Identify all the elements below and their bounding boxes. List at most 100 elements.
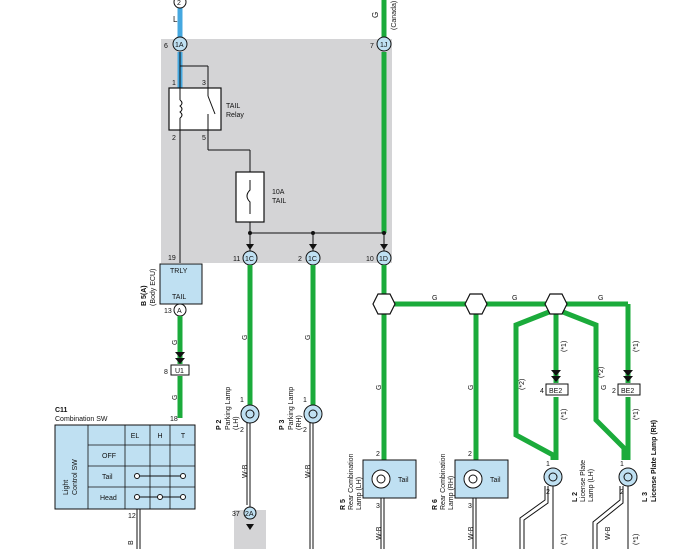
relay-pin-3: 3	[202, 80, 206, 87]
p2-pin-2: 2	[240, 427, 244, 434]
connector-1c-b-label: 1C	[308, 256, 317, 263]
l2-note-bottom: (*1)	[561, 534, 568, 545]
r6-pin-3: 3	[468, 503, 472, 510]
u1-chevrons	[175, 352, 185, 364]
relay-pin-5: 5	[202, 135, 206, 142]
fuse-symbol	[246, 180, 251, 214]
l2-pin-2: 2	[546, 489, 550, 496]
r5-id: R 5	[340, 499, 347, 510]
r5-tail: Tail	[398, 477, 409, 484]
switch-header-t: T	[181, 433, 186, 440]
pin-10: 10	[366, 256, 374, 263]
be2-chevrons	[551, 370, 633, 382]
sw-wire-g: G	[172, 395, 179, 400]
connector-u1	[170, 364, 190, 376]
l3-id: L 3	[642, 492, 649, 502]
fuse-name: TAIL	[272, 198, 286, 205]
connector-1j-label: 1J	[380, 42, 387, 49]
l2-pin-1: 1	[546, 461, 550, 468]
switch-side-label-2: Control SW	[72, 459, 79, 495]
canada-note: (Canada)	[391, 1, 398, 30]
connector-1a	[172, 36, 188, 52]
r5-wire-wb: W-B	[376, 526, 383, 540]
switch-wire-b: B	[128, 540, 135, 545]
top-wire-g-label: G	[371, 12, 380, 18]
r5-name-1: Rear Combination	[348, 453, 355, 510]
l3-name: License Plate Lamp (RH)	[651, 420, 658, 502]
connector-circle-2	[173, 0, 187, 9]
relay-pin-1: 1	[172, 80, 176, 87]
junction-bus	[246, 222, 388, 252]
connector-be2-lh-label: BE2	[549, 388, 562, 395]
l3-note-bottom: (*1)	[633, 534, 640, 545]
p3-side: (RH)	[296, 415, 303, 430]
switch-id: C11	[55, 407, 68, 414]
connector-u1-label: U1	[175, 368, 184, 375]
switch-pin-18: 18	[170, 416, 178, 423]
connector-2a-arrow	[246, 524, 254, 530]
switch-side-label-1: Light	[63, 480, 70, 495]
l3-wire-g: G	[601, 385, 608, 390]
pin-11: 11	[233, 256, 240, 263]
p3-name: Parking Lamp	[288, 387, 295, 430]
p2-wire-wb: W-B	[242, 464, 249, 478]
switch-row-tail: Tail	[102, 474, 113, 481]
p3-id: P 3	[279, 420, 286, 430]
p2-side: (LH)	[233, 416, 240, 430]
connector-be2-rh	[617, 383, 641, 396]
switch-row-head: Head	[100, 495, 117, 502]
p3-wire-g: G	[305, 335, 312, 340]
r5-pin-2: 2	[376, 451, 380, 458]
license-plate-lamp-rh	[592, 467, 638, 549]
be2-pin-2: 2	[612, 388, 616, 395]
ecu-name: (Body ECU)	[150, 269, 157, 306]
pin-37: 37	[232, 511, 240, 518]
r6-tail: Tail	[490, 477, 501, 484]
connector-be2-rh-label: BE2	[621, 388, 634, 395]
connector-1a-label: 1A	[175, 42, 184, 49]
parking-lamp-rh	[303, 404, 323, 549]
ecu-id: B 5(A)	[141, 285, 148, 306]
l2-note-1: (*1)	[561, 341, 568, 352]
switch-grid	[87, 425, 195, 509]
connector-1c-a-label: 1C	[245, 256, 254, 263]
l3-note-1b: (*1)	[633, 409, 640, 420]
l2-note-2: (*2)	[519, 379, 526, 390]
l3-pin-1: 1	[620, 461, 624, 468]
r5-pin-3: 3	[376, 503, 380, 510]
rear-combination-lamp-rh	[454, 459, 509, 549]
r6-wire-g: G	[468, 385, 475, 390]
ecu-trly: TRLY	[170, 268, 188, 275]
pin-7-label: 7	[370, 43, 374, 50]
connector-2-label: 2	[177, 0, 181, 7]
l2-note-1b: (*1)	[561, 409, 568, 420]
r6-id: R 6	[432, 499, 439, 510]
pin-13: 13	[164, 308, 172, 315]
junction-block	[161, 39, 392, 263]
relay-name-1: TAIL	[226, 103, 240, 110]
switch-header-el: EL	[131, 433, 140, 440]
be2-pin-4: 4	[540, 388, 544, 395]
connector-be2-lh	[545, 383, 569, 396]
switch-name: Combination SW	[55, 416, 108, 423]
l3-note-1: (*1)	[633, 341, 640, 352]
rear-combination-lamp-lh	[362, 459, 417, 549]
connector-a-label: A	[177, 308, 182, 315]
switch-contacts	[134, 473, 186, 500]
switch-row-off: OFF	[102, 453, 116, 460]
ecu-tail: TAIL	[172, 294, 186, 301]
ecu-wire-g: G	[172, 340, 179, 345]
bus-wire-g-1: G	[432, 295, 437, 302]
p2-wire-g: G	[242, 335, 249, 340]
p2-id: P 2	[216, 420, 223, 430]
connector-1j	[376, 36, 392, 52]
l3-wire-wb: W-B	[605, 526, 612, 540]
bus-wire-g-2: G	[512, 295, 517, 302]
connector-1d-label: 1D	[379, 256, 388, 263]
r5-wire-g: G	[376, 385, 383, 390]
p3-wire-wb: W-B	[305, 464, 312, 478]
license-plate-lamp-lh	[519, 467, 563, 549]
r6-wire-wb: W-B	[468, 526, 475, 540]
l2-id: L 2	[572, 492, 579, 502]
